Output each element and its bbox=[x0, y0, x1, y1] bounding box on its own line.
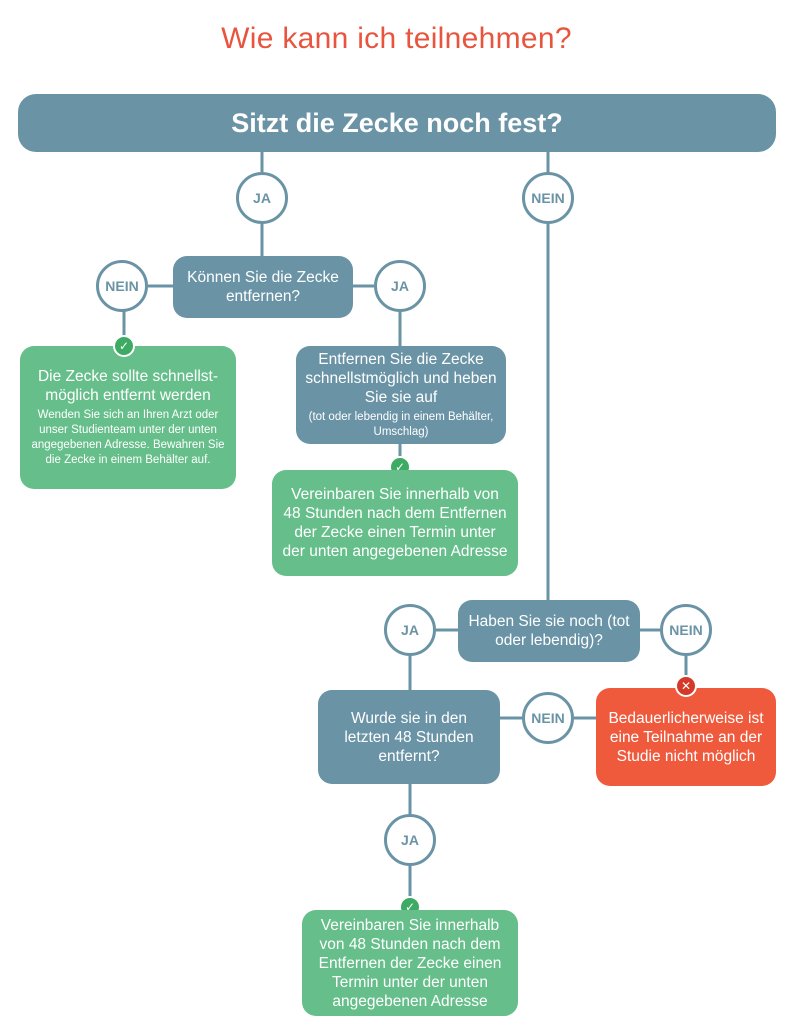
answer-yes-attached: JA bbox=[236, 172, 288, 224]
result-schedule-appointment-2-text: Vereinbaren Sie innerhalb von 48 Stunden… bbox=[318, 916, 502, 1010]
cross-icon: ✕ bbox=[675, 675, 697, 697]
advice-remove-asap-detail: Wenden Sie sich an Ihren Arzt oder unser… bbox=[31, 409, 225, 466]
answer-yes-removed-48h: JA bbox=[384, 814, 436, 866]
result-not-eligible-text: Bedauerlicherweise ist eine Teilnahme an… bbox=[608, 709, 764, 765]
instruction-remove-keep-title: Entfernen Sie die Zecke schnellstmöglich… bbox=[305, 351, 497, 406]
answer-yes-can-remove: JA bbox=[374, 260, 426, 312]
answer-no-can-remove: NEIN bbox=[96, 260, 148, 312]
instruction-remove-keep-detail: (tot oder lebendig in einem Behälter, Um… bbox=[308, 411, 494, 438]
result-not-eligible: Bedauerlicherweise ist eine Teilnahme an… bbox=[596, 688, 776, 786]
answer-no-removed-48h: NEIN bbox=[522, 692, 574, 744]
answer-no-attached: NEIN bbox=[522, 172, 574, 224]
result-schedule-appointment-1-text: Vereinbaren Sie innerhalb von 48 Stunden… bbox=[282, 486, 508, 560]
instruction-remove-keep: Entfernen Sie die Zecke schnellstmöglich… bbox=[296, 346, 506, 444]
page-title: Wie kann ich teilnehmen? bbox=[221, 22, 572, 55]
check-icon: ✓ bbox=[113, 335, 135, 357]
question-tick-attached-text: Sitzt die Zecke noch fest? bbox=[231, 107, 563, 138]
advice-remove-asap-title: Die Zecke sollte schnellst-möglich entfe… bbox=[37, 368, 219, 404]
question-can-remove-text: Können Sie die Zecke entfernen? bbox=[187, 269, 339, 305]
question-removed-48h: Wurde sie in den letzten 48 Stunden entf… bbox=[318, 690, 500, 784]
question-still-have: Haben Sie sie noch (tot oder lebendig)? bbox=[458, 600, 640, 662]
question-still-have-text: Haben Sie sie noch (tot oder lebendig)? bbox=[468, 613, 630, 649]
answer-no-still-have: NEIN bbox=[660, 604, 712, 656]
question-tick-attached: Sitzt die Zecke noch fest? bbox=[18, 94, 776, 152]
result-schedule-appointment-2: Vereinbaren Sie innerhalb von 48 Stunden… bbox=[302, 910, 518, 1016]
answer-yes-still-have: JA bbox=[384, 604, 436, 656]
result-schedule-appointment-1: Vereinbaren Sie innerhalb von 48 Stunden… bbox=[272, 470, 518, 576]
advice-remove-asap: Die Zecke sollte schnellst-möglich entfe… bbox=[20, 346, 236, 489]
question-removed-48h-text: Wurde sie in den letzten 48 Stunden entf… bbox=[344, 709, 474, 765]
question-can-remove: Können Sie die Zecke entfernen? bbox=[173, 256, 353, 318]
